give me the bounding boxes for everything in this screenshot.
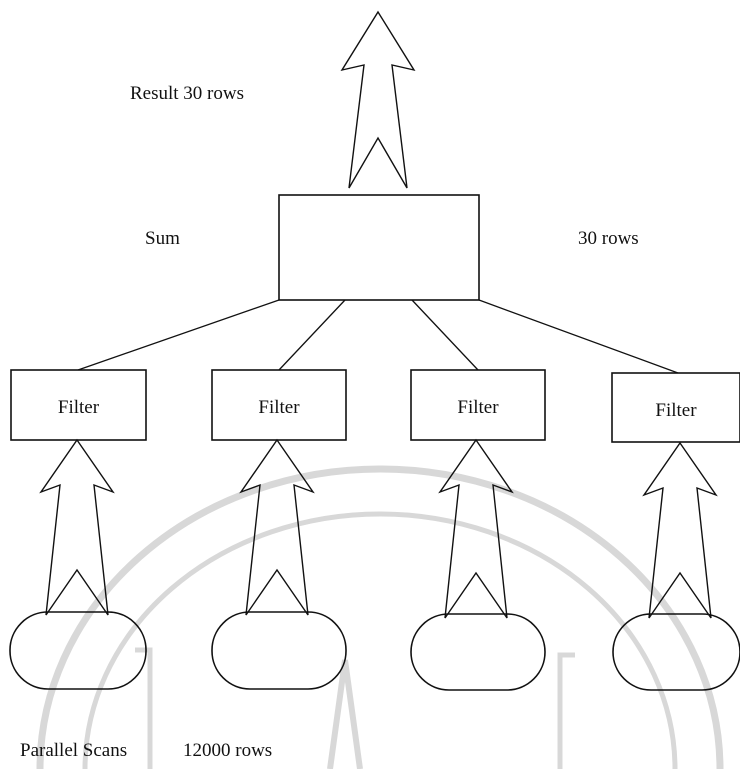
parallel-scans-label: Parallel Scans (20, 740, 128, 761)
filter-label: Filter (457, 397, 499, 418)
scan-rows-label: 12000 rows (183, 740, 273, 761)
scan-arrow-icon (642, 441, 718, 619)
scan-arrow-icon (239, 438, 315, 616)
result-arrow-icon (340, 10, 416, 189)
sum-box (278, 194, 480, 301)
filter-box (211, 369, 347, 441)
sum-label: Sum (145, 228, 180, 249)
watermark-emblem (36, 465, 724, 769)
scan-capsule (410, 613, 546, 691)
filter-label: Filter (655, 400, 697, 421)
scan-arrow-icon (438, 438, 514, 619)
scan-capsule (9, 611, 147, 690)
filter-box (410, 369, 546, 441)
filter-box (10, 369, 147, 441)
connector-lines (77, 299, 679, 374)
result-rows-label: Result 30 rows (130, 83, 244, 104)
scan-capsule (612, 613, 740, 691)
filter-box (611, 372, 740, 443)
scan-capsule (211, 611, 347, 690)
scan-arrow-icon (39, 438, 115, 616)
filter-label: Filter (258, 397, 300, 418)
sum-rows-label: 30 rows (578, 228, 639, 249)
filter-label: Filter (57, 397, 100, 418)
